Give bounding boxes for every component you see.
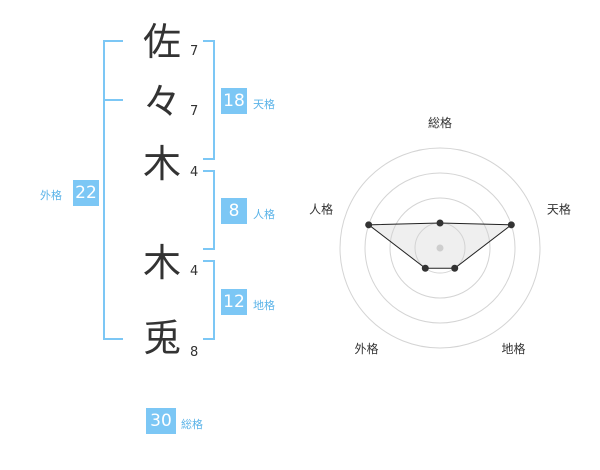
gaikaku-bracket-tick [103, 99, 123, 101]
chikaku-label: 地格 [253, 299, 275, 312]
radar-axis-label: 地格 [501, 341, 525, 356]
chikaku-bracket [203, 260, 215, 340]
radar-grid-ring [389, 197, 491, 299]
jinkaku-value-badge: 8 [221, 198, 247, 224]
name-char-5: 兎 [142, 316, 181, 360]
radar-axis-label: 総格 [428, 115, 452, 130]
tenkaku-value-badge: 18 [221, 88, 247, 114]
radar-grid-ring [364, 172, 516, 324]
name-char-1: 佐 [142, 20, 181, 64]
radar-point-1 [436, 219, 444, 227]
gaikaku-value-badge: 22 [73, 180, 99, 206]
stroke-count-1: 7 [190, 44, 199, 59]
name-char-4: 木 [142, 241, 181, 285]
radar-point-4 [421, 264, 429, 272]
radar-axis-label: 外格 [355, 341, 379, 356]
gaikaku-label: 外格 [40, 189, 62, 202]
tenkaku-bracket [203, 40, 215, 160]
stroke-count-2: 7 [190, 104, 199, 119]
jinkaku-label: 人格 [253, 208, 275, 221]
stroke-count-4: 4 [190, 264, 199, 279]
radar-center-dot [436, 244, 444, 252]
radar-point-3 [451, 264, 459, 272]
stroke-count-5: 8 [190, 345, 199, 360]
radar-axis-label: 人格 [309, 201, 333, 216]
radar-axis-label: 天格 [547, 201, 571, 216]
tenkaku-label: 天格 [253, 98, 275, 111]
radar-grid-ring [339, 147, 541, 349]
name-char-3: 木 [142, 142, 181, 186]
soukaku-label: 総格 [181, 418, 203, 431]
radar-point-2 [507, 221, 515, 229]
radar-score-polygon [367, 222, 513, 269]
jinkaku-bracket [203, 170, 215, 250]
gaikaku-bracket [103, 40, 123, 340]
stroke-count-3: 4 [190, 165, 199, 180]
radar-point-5 [365, 221, 373, 229]
chikaku-value-badge: 12 [221, 289, 247, 315]
soukaku-value-badge: 30 [146, 408, 176, 434]
name-char-2: 々 [142, 80, 181, 124]
